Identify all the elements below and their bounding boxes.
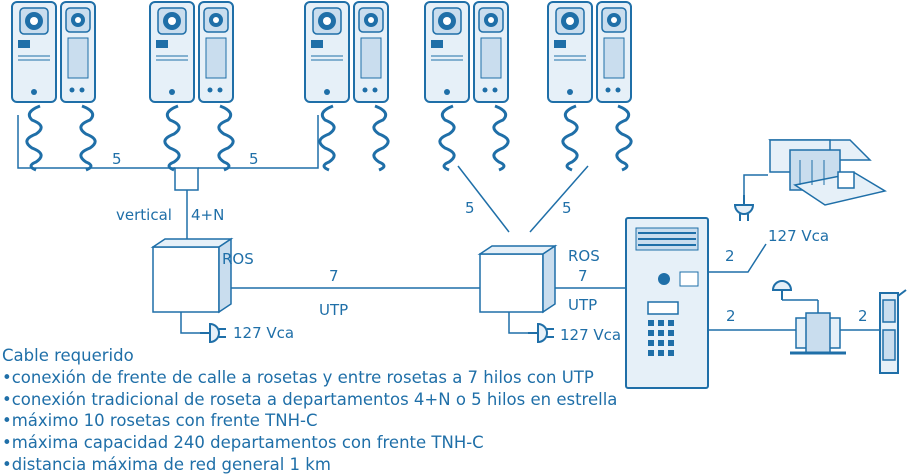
wire-count-label: 7 bbox=[329, 267, 339, 285]
wire-count-label: 5 bbox=[465, 199, 475, 217]
notes-item: conexión de frente de calle a rosetas y … bbox=[2, 367, 617, 389]
wire-count-label: 5 bbox=[112, 150, 122, 168]
intercom-handset-icon bbox=[10, 0, 97, 172]
plug-icon bbox=[734, 194, 754, 222]
ros-box-left bbox=[150, 237, 234, 314]
junction-box-icon bbox=[174, 167, 199, 191]
intercom-handset-icon bbox=[423, 0, 510, 172]
voltage-label: 127 Vca bbox=[768, 227, 830, 245]
wire-mid-a bbox=[457, 165, 510, 233]
wire-count-label: 5 bbox=[249, 150, 259, 168]
vertical-label: vertical bbox=[116, 206, 172, 224]
plug-icon bbox=[527, 323, 555, 343]
wire-mid-b bbox=[529, 165, 589, 233]
wire-count-label: 2 bbox=[858, 307, 868, 325]
wire-type-label: 4+N bbox=[191, 206, 225, 224]
voltage-label: 127 Vca bbox=[560, 326, 622, 344]
cable-type-label: UTP bbox=[568, 296, 598, 314]
notes-item: conexión tradicional de roseta a departa… bbox=[2, 389, 618, 411]
door-strike-icon bbox=[879, 289, 907, 374]
wire-count-label: 5 bbox=[562, 199, 572, 217]
keypad-icon bbox=[648, 320, 674, 356]
wire-count-label: 7 bbox=[578, 267, 588, 285]
cable-type-label: UTP bbox=[319, 301, 349, 319]
plug-icon bbox=[199, 323, 227, 343]
ros-label: ROS bbox=[568, 247, 600, 265]
wire-left-b bbox=[198, 115, 319, 169]
ros-label: ROS bbox=[222, 250, 254, 268]
power-supply-icon bbox=[768, 139, 887, 206]
notes-title: Cable requerido bbox=[2, 346, 134, 365]
notes-item: máxima capacidad 240 departamentos con f… bbox=[2, 432, 617, 454]
notes-item: máximo 10 rosetas con frente TNH-C bbox=[2, 410, 617, 432]
ros-box-right bbox=[477, 244, 558, 314]
wire-count-label: 2 bbox=[725, 247, 735, 265]
wire-left-a bbox=[17, 115, 175, 169]
voltage-label: 127 Vca bbox=[233, 324, 295, 342]
door-panel-icon bbox=[625, 217, 709, 389]
intercom-handset-icon bbox=[148, 0, 235, 172]
wire-count-label: 2 bbox=[726, 307, 736, 325]
intercom-handset-icon bbox=[546, 0, 633, 172]
notes-item: distancia máxima de red general 1 km bbox=[2, 454, 617, 476]
transformer-icon bbox=[790, 312, 846, 355]
cable-notes: Cable requerido conexión de frente de ca… bbox=[2, 345, 617, 476]
